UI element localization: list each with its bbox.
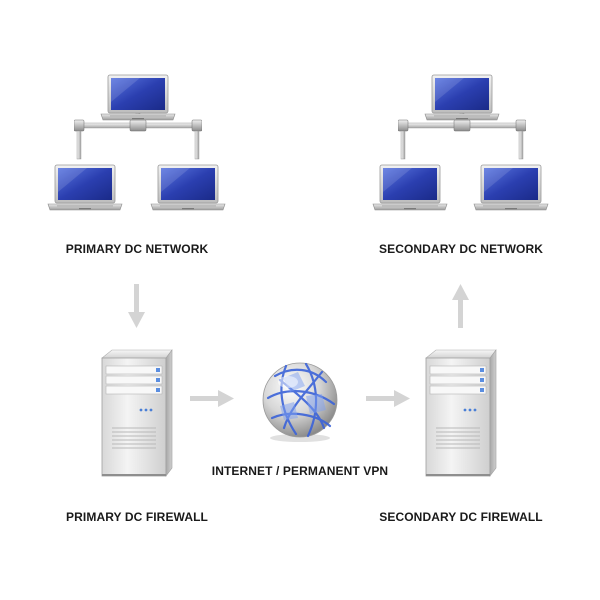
laptop-icon [150,164,226,211]
laptop-icon [372,164,448,211]
server-icon [101,349,173,477]
laptop-icon [424,74,500,121]
secondary-network-group [372,74,549,211]
flow-arrows [128,284,469,407]
internet-vpn-label: INTERNET / PERMANENT VPN [211,464,389,478]
server-icon [425,349,497,477]
arrow-right-icon [366,390,410,407]
primary-network-group [47,74,226,211]
secondary-network-label: SECONDARY DC NETWORK [378,242,544,256]
secondary-firewall-label: SECONDARY DC FIREWALL [379,510,543,524]
arrow-right-icon [190,390,234,407]
primary-network-label: PRIMARY DC NETWORK [65,242,209,256]
arrow-down-icon [128,284,145,328]
arrow-up-icon [452,284,469,328]
globe-icon [262,362,338,442]
primary-firewall-label: PRIMARY DC FIREWALL [66,510,208,524]
laptop-icon [473,164,549,211]
laptop-icon [100,74,176,121]
laptop-icon [47,164,123,211]
